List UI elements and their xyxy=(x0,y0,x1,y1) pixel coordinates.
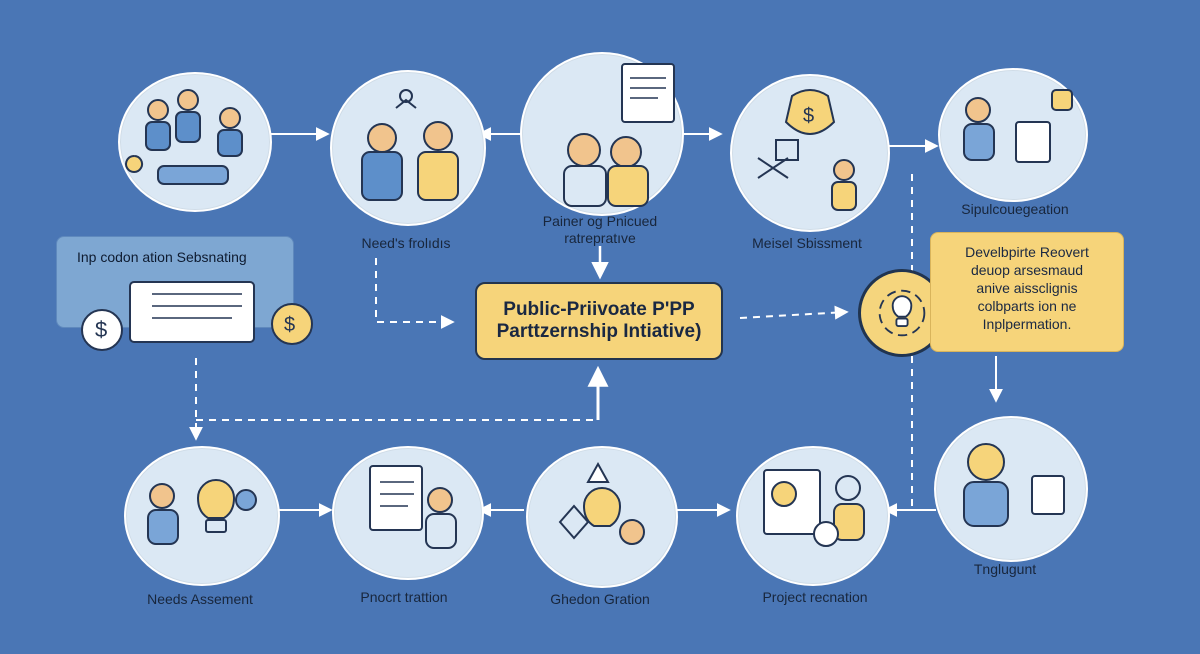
people-planning-icon xyxy=(563,63,675,207)
svg-text:$: $ xyxy=(803,105,814,127)
node-bottom4 xyxy=(736,446,890,586)
dashed-top2-center xyxy=(375,258,455,329)
node-top4: $ xyxy=(730,74,890,232)
center-title-line1: Public-Priivoate P'PP xyxy=(503,299,695,320)
node-bottom2 xyxy=(332,446,484,580)
node-bottom1 xyxy=(124,446,280,586)
callout-right-line3: anive aissclignis xyxy=(976,280,1078,296)
label-top5: Sipulcouegeation xyxy=(961,201,1069,217)
group-of-people-icon xyxy=(361,89,459,201)
callout-left-title: Inp codon ation Sebsnating xyxy=(77,249,247,265)
callout-right-line5: Inplpermation. xyxy=(982,316,1072,332)
people-network-icon xyxy=(125,89,243,185)
dashed-center-hub xyxy=(739,305,849,320)
money-document-gear-icon: $ $ xyxy=(81,281,313,351)
project-analysis-icon xyxy=(763,469,865,547)
svg-text:$: $ xyxy=(95,317,107,342)
label-bottom4: Project recnation xyxy=(762,589,868,605)
label-bottom3: Ghedon Gration xyxy=(550,591,650,607)
svg-text:$: $ xyxy=(284,314,295,336)
cycle-lightbulb-icon xyxy=(878,289,926,337)
node-top3 xyxy=(520,52,684,216)
label-top2: Need's frolıdıs xyxy=(361,235,451,251)
label-bottom2: Pnocrt trattion xyxy=(360,589,448,605)
worker-documents-icon xyxy=(963,89,1073,163)
node-top2 xyxy=(330,70,486,226)
callout-right-line1: Develbpirte Reovert xyxy=(965,244,1089,260)
dashed-left-center-bottom xyxy=(196,394,599,421)
node-top5 xyxy=(938,68,1088,202)
checklist-person-icon xyxy=(369,465,457,549)
finance-meeting-icon: $ xyxy=(757,89,857,211)
label-top4: Meisel Sbissment xyxy=(752,235,862,251)
callout-right-line4: colbparts ion ne xyxy=(977,298,1077,314)
center-title-line2: Parttzernship Intiative) xyxy=(496,321,702,342)
idea-lightbulb-icon xyxy=(147,479,257,545)
center-ppp-box: Public-Priivoate P'PP Parttzernship Inti… xyxy=(475,282,723,360)
insight-lightbulb-icon xyxy=(558,461,645,545)
node-top1 xyxy=(118,72,272,212)
node-bottom5 xyxy=(934,416,1088,562)
label-top3-line1: Painer og Pnicued xyxy=(542,213,658,229)
callout-right-line2: deuop arsesmaud xyxy=(970,262,1084,278)
callout-right-box: Develbpirte Reovert deuop arsesmaud aniv… xyxy=(930,232,1124,352)
implementation-people-icon xyxy=(963,443,1065,527)
center-ppp-text: Public-Priivoate P'PP Parttzernship Inti… xyxy=(497,299,702,343)
label-top3-line2: ratrepratıve xyxy=(564,230,636,246)
label-bottom5: Tnglugunt xyxy=(973,561,1037,577)
left-callout-icon-wrap: $ $ xyxy=(70,272,322,358)
label-bottom1: Needs Assement xyxy=(147,591,253,607)
node-bottom3 xyxy=(526,446,678,588)
